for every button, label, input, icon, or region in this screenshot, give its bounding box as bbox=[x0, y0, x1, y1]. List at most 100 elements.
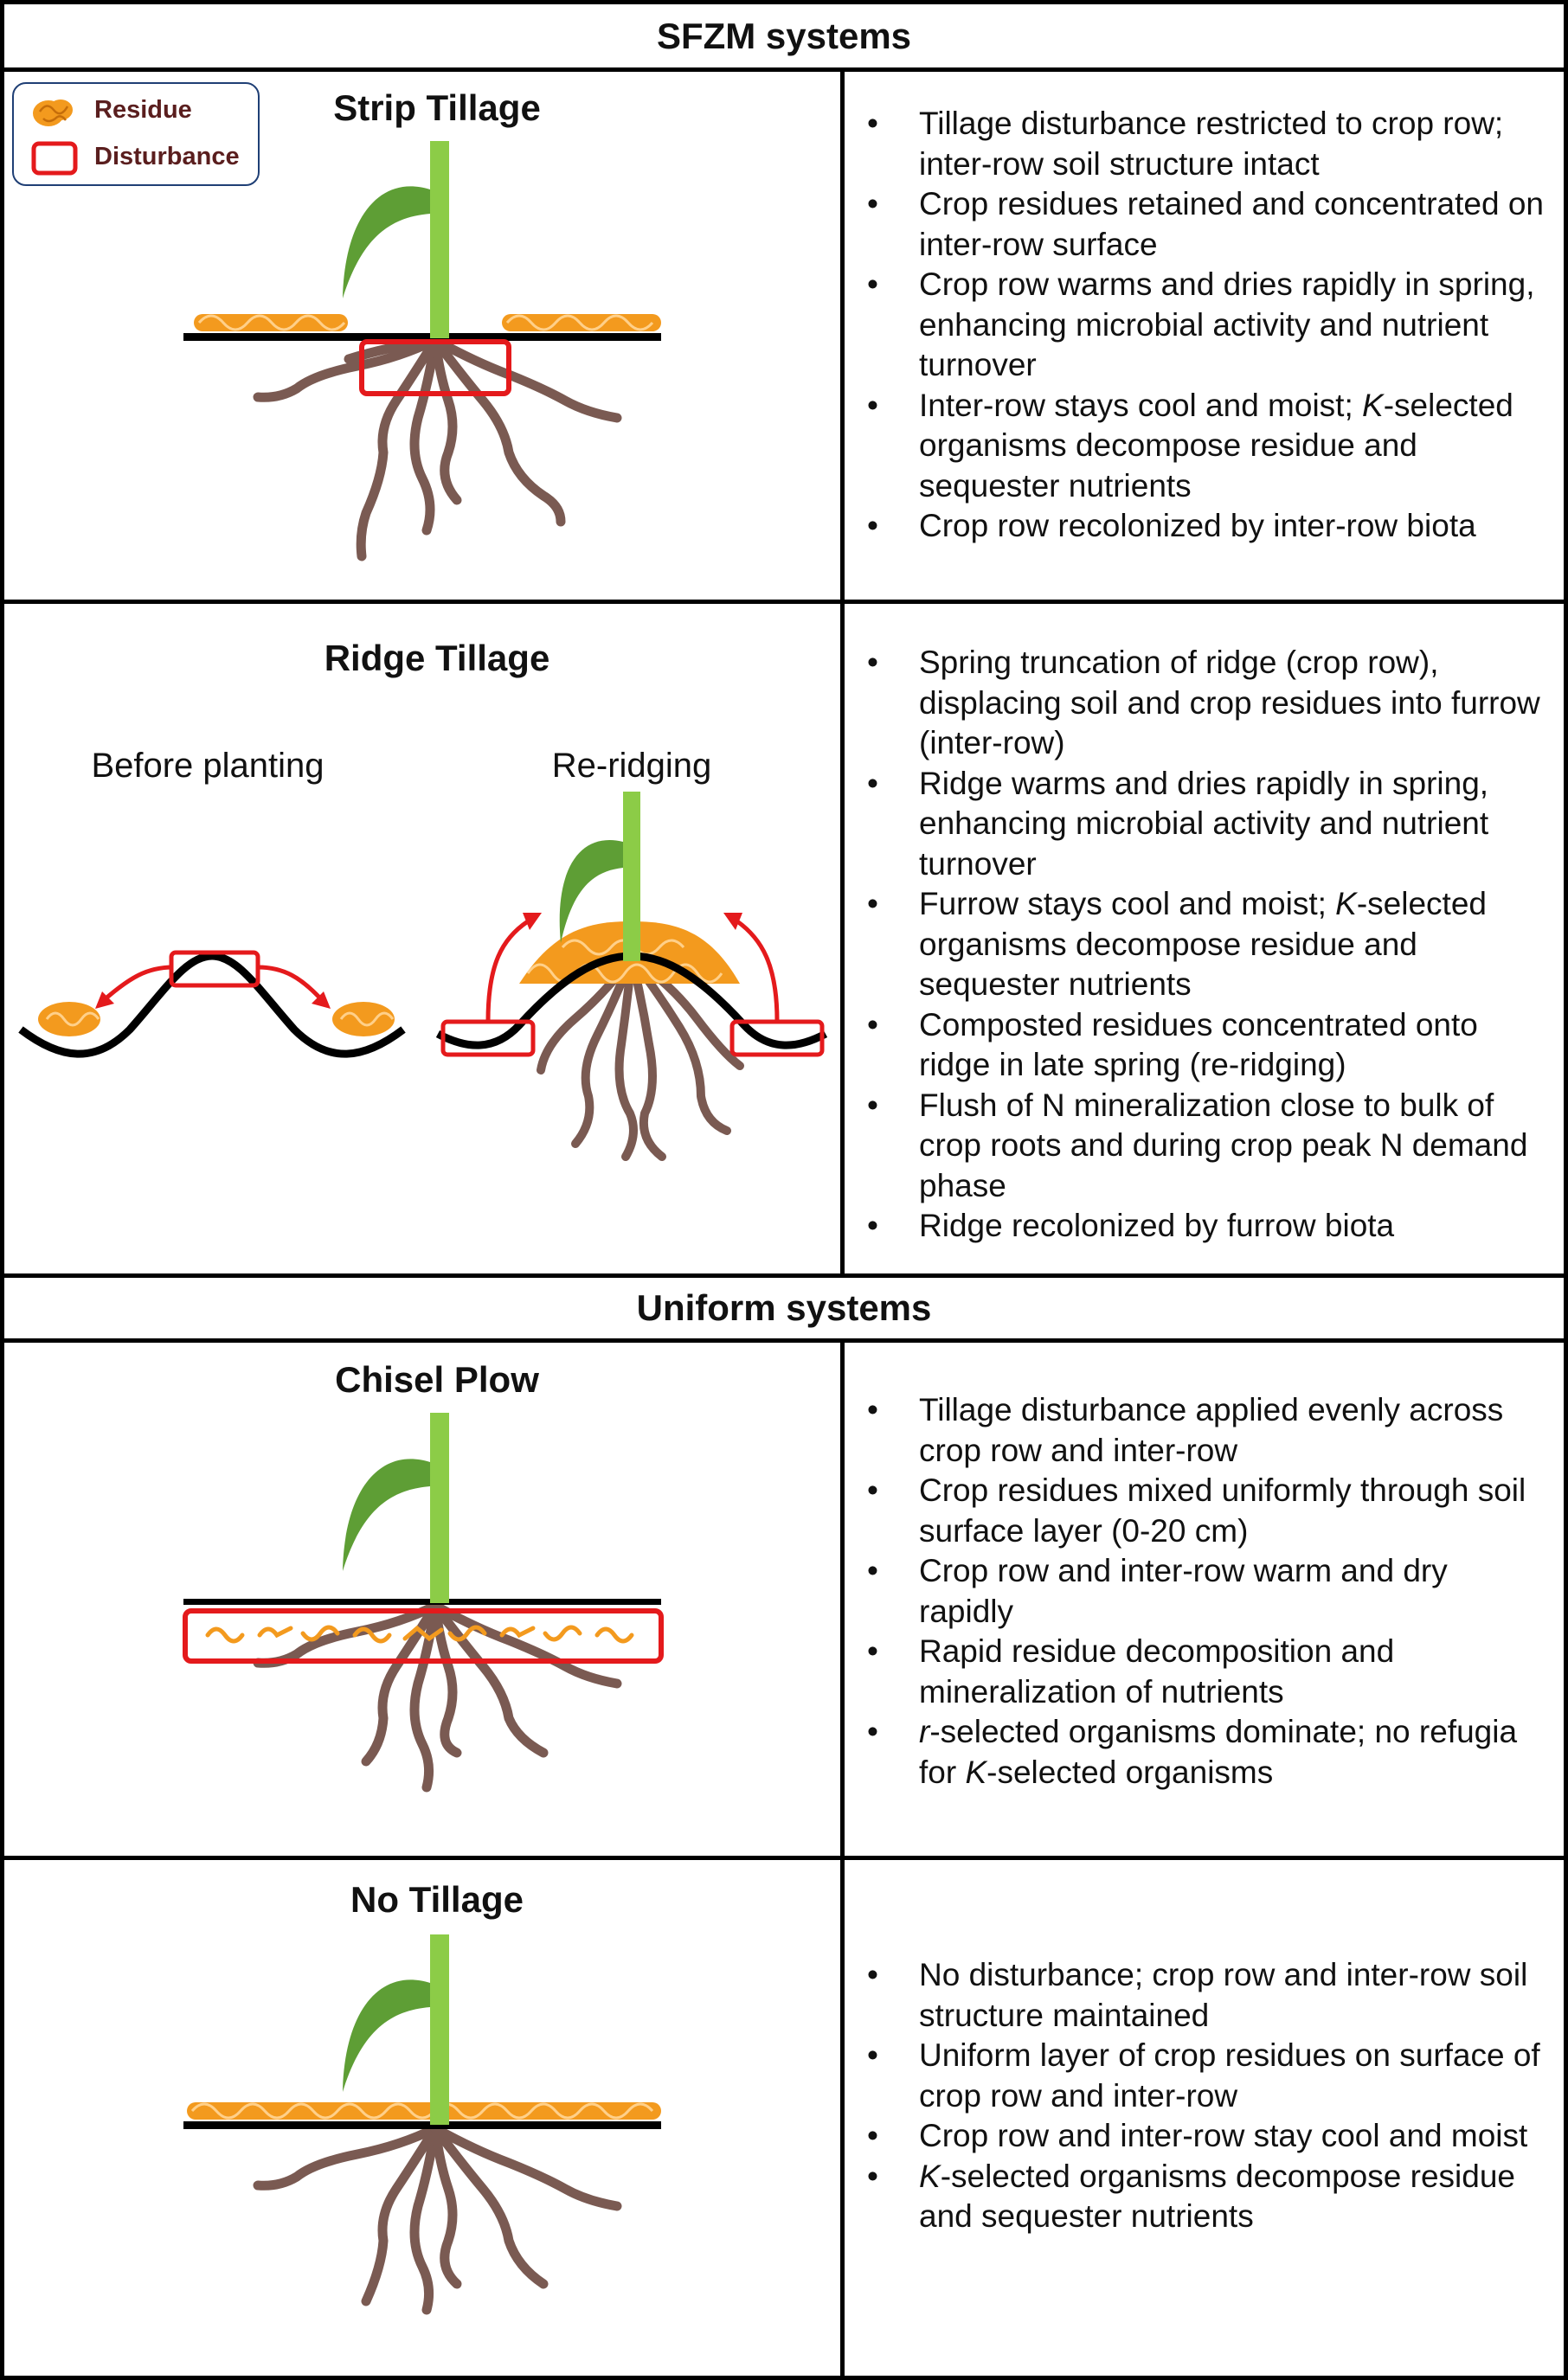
bullet-item: Spring truncation of ridge (crop row), d… bbox=[865, 643, 1549, 764]
bullet-item: r-selected organisms dominate; no refugi… bbox=[865, 1712, 1549, 1793]
strip-tillage-title: Strip Tillage bbox=[333, 87, 541, 128]
bullet-text: Crop row and inter-row stay cool and moi… bbox=[919, 2118, 1528, 2153]
strip-tillage-bullets: Tillage disturbance restricted to crop r… bbox=[865, 104, 1549, 547]
disturbance-legend-icon bbox=[31, 141, 78, 176]
bullet-item: Crop row and inter-row stay cool and moi… bbox=[865, 2116, 1549, 2157]
bullet-text: Flush of N mineralization close to bulk … bbox=[919, 1087, 1528, 1203]
disturbance-box bbox=[359, 339, 511, 396]
bullet-text: Tillage disturbance applied evenly acros… bbox=[919, 1392, 1504, 1468]
bullet-item: Rapid residue decomposition and minerali… bbox=[865, 1632, 1549, 1712]
bullet-text: Furrow stays cool and moist; bbox=[919, 886, 1336, 921]
bullet-item: K-selected organisms decompose residue a… bbox=[865, 2157, 1549, 2237]
residue-clump-right bbox=[332, 1002, 395, 1036]
mixed-residue-layer bbox=[205, 1625, 634, 1644]
disturbance-box bbox=[183, 1608, 664, 1664]
column-divider-bottom bbox=[840, 1338, 845, 2380]
divider-uniform-header bbox=[0, 1338, 1568, 1343]
root-system bbox=[253, 2123, 622, 2315]
no-tillage-diagram bbox=[183, 1934, 661, 2315]
crop-stem bbox=[430, 1934, 449, 2125]
root-system bbox=[253, 1601, 622, 1793]
bullet-text: -selected organisms decompose residue an… bbox=[919, 886, 1487, 1002]
residue-legend-label: Residue bbox=[94, 96, 192, 124]
disturbance-box-furrow-left bbox=[440, 1019, 536, 1057]
soil-surface-line bbox=[183, 2121, 661, 2129]
disturbance-legend-label: Disturbance bbox=[94, 143, 240, 170]
ridge-tillage-title: Ridge Tillage bbox=[324, 638, 550, 678]
bullet-item: Tillage disturbance restricted to crop r… bbox=[865, 104, 1549, 184]
disturbance-box-furrow-right bbox=[729, 1019, 825, 1057]
crop-stem bbox=[430, 1413, 449, 1603]
bullet-item: No disturbance; crop row and inter-row s… bbox=[865, 1955, 1549, 2036]
bullet-text: Crop row recolonized by inter-row biota bbox=[919, 508, 1476, 543]
no-tillage-bullets: No disturbance; crop row and inter-row s… bbox=[865, 1955, 1549, 2237]
bullet-text: Crop row warms and dries rapidly in spri… bbox=[919, 266, 1535, 382]
bullet-item: Flush of N mineralization close to bulk … bbox=[865, 1086, 1549, 1207]
crop-leaf bbox=[559, 840, 623, 943]
italic-term: K bbox=[965, 1754, 987, 1790]
soil-surface-line bbox=[183, 333, 661, 341]
divider-ridge-uniform bbox=[0, 1273, 1568, 1278]
bullet-text: -selected organisms decompose residue an… bbox=[919, 2158, 1515, 2235]
before-planting-label: Before planting bbox=[91, 747, 325, 785]
column-divider-top bbox=[840, 67, 845, 1278]
bullet-text: Rapid residue decomposition and minerali… bbox=[919, 1633, 1395, 1710]
residue-mat-right bbox=[502, 314, 661, 331]
reridging-label: Re-ridging bbox=[551, 747, 712, 785]
bullet-text: -selected organisms bbox=[986, 1754, 1274, 1790]
arrowhead-left bbox=[95, 991, 114, 1009]
bullet-item: Crop residues retained and concentrated … bbox=[865, 184, 1549, 265]
ridge-tillage-bullets: Spring truncation of ridge (crop row), d… bbox=[865, 643, 1549, 1247]
arrowehead-left bbox=[523, 913, 542, 930]
chisel-plow-bullets: Tillage disturbance applied evenly acros… bbox=[865, 1390, 1549, 1793]
ridge-soil-profile bbox=[18, 952, 406, 1058]
legend: Residue Disturbance bbox=[12, 82, 260, 186]
crop-stem bbox=[623, 792, 640, 961]
italic-term: K bbox=[1362, 387, 1384, 423]
bullet-item: Inter-row stays cool and moist; K-select… bbox=[865, 386, 1549, 507]
bullet-item: Crop row recolonized by inter-row biota bbox=[865, 506, 1549, 547]
bullet-item: Composted residues concentrated onto rid… bbox=[865, 1005, 1549, 1086]
arrow-left bbox=[485, 919, 530, 1022]
bullet-text: Inter-row stays cool and moist; bbox=[919, 387, 1363, 423]
bullet-item: Crop row warms and dries rapidly in spri… bbox=[865, 265, 1549, 386]
bullet-text: -selected organisms decompose residue an… bbox=[919, 387, 1513, 504]
section-header-sfzm: SFZM systems bbox=[656, 16, 912, 56]
residue-clump-left bbox=[38, 1002, 100, 1036]
no-tillage-title: No Tillage bbox=[350, 1879, 524, 1920]
before-planting-diagram bbox=[18, 950, 406, 1058]
bullet-text: Spring truncation of ridge (crop row), d… bbox=[919, 645, 1540, 760]
bullet-text: Composted residues concentrated onto rid… bbox=[919, 1006, 1478, 1083]
crop-leaf bbox=[343, 1459, 430, 1571]
divider-chisel-notill bbox=[0, 1856, 1568, 1860]
crop-leaf bbox=[343, 1979, 430, 2092]
bullet-text: Ridge recolonized by furrow biota bbox=[919, 1208, 1395, 1243]
chisel-plow-diagram bbox=[183, 1413, 664, 1793]
reridging-diagram bbox=[435, 792, 828, 1161]
bullet-item: Crop residues mixed uniformly through so… bbox=[865, 1471, 1549, 1551]
strip-tillage-diagram bbox=[183, 141, 661, 561]
divider-strip-ridge bbox=[0, 600, 1568, 604]
residue-mat-left bbox=[194, 314, 348, 331]
bullet-item: Tillage disturbance applied evenly acros… bbox=[865, 1390, 1549, 1471]
italic-term: K bbox=[919, 2158, 941, 2194]
bullet-text: Ridge warms and dries rapidly in spring,… bbox=[919, 765, 1489, 882]
soil-surface-line bbox=[183, 1599, 661, 1605]
italic-term: r bbox=[919, 1714, 930, 1749]
bullet-text: Crop residues retained and concentrated … bbox=[919, 186, 1544, 262]
bullet-item: Ridge recolonized by furrow biota bbox=[865, 1206, 1549, 1247]
bullet-text: -selected organisms dominate; no refugia… bbox=[919, 1714, 1518, 1790]
bullet-text: Crop row and inter-row warm and dry rapi… bbox=[919, 1553, 1448, 1629]
root-system bbox=[253, 335, 622, 561]
arrow-left bbox=[102, 965, 174, 1002]
residue-legend-icon bbox=[33, 99, 73, 126]
italic-term: K bbox=[1335, 886, 1357, 921]
chisel-plow-title: Chisel Plow bbox=[335, 1359, 539, 1400]
crop-leaf bbox=[343, 186, 430, 298]
bullet-item: Uniform layer of crop residues on surfac… bbox=[865, 2036, 1549, 2116]
bullet-text: Crop residues mixed uniformly through so… bbox=[919, 1472, 1526, 1549]
arrowhead-right bbox=[312, 991, 331, 1009]
residue-mat-uniform bbox=[187, 2102, 661, 2120]
bullet-text: Uniform layer of crop residues on surfac… bbox=[919, 2037, 1540, 2114]
